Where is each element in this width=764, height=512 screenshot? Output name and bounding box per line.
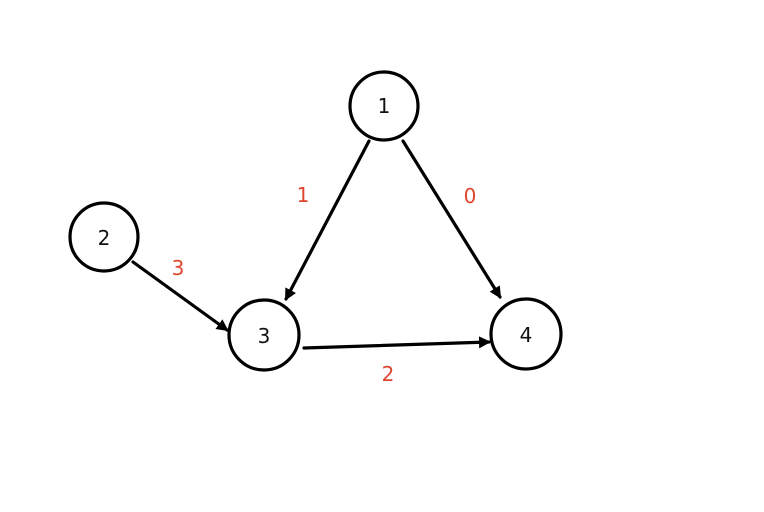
node-2-label: 2 bbox=[98, 226, 111, 250]
node-2-circle bbox=[68, 201, 140, 273]
node-3: 3 bbox=[227, 298, 301, 372]
edge-labels-group: 1 0 3 2 bbox=[172, 183, 477, 386]
edges-group bbox=[131, 139, 502, 350]
node-3-circle bbox=[227, 298, 301, 372]
node-1-label: 1 bbox=[378, 94, 391, 118]
edge-weight-3-4: 2 bbox=[382, 362, 395, 386]
edge-weight-2-3: 3 bbox=[172, 256, 185, 280]
edge-weight-1-3: 1 bbox=[297, 183, 310, 207]
edge-1-3 bbox=[284, 139, 371, 301]
edge-2-3 bbox=[131, 260, 229, 332]
node-4: 4 bbox=[489, 297, 563, 371]
edge-weight-1-4: 0 bbox=[464, 184, 477, 208]
edge-1-4 bbox=[401, 139, 502, 299]
node-1-circle bbox=[348, 70, 420, 142]
node-3-label: 3 bbox=[258, 324, 271, 348]
node-4-label: 4 bbox=[520, 323, 533, 347]
edge-3-4 bbox=[302, 336, 491, 350]
node-2: 2 bbox=[68, 201, 140, 273]
node-1: 1 bbox=[348, 70, 420, 142]
nodes-group: 1 2 3 4 bbox=[68, 70, 563, 372]
node-4-circle bbox=[489, 297, 563, 371]
